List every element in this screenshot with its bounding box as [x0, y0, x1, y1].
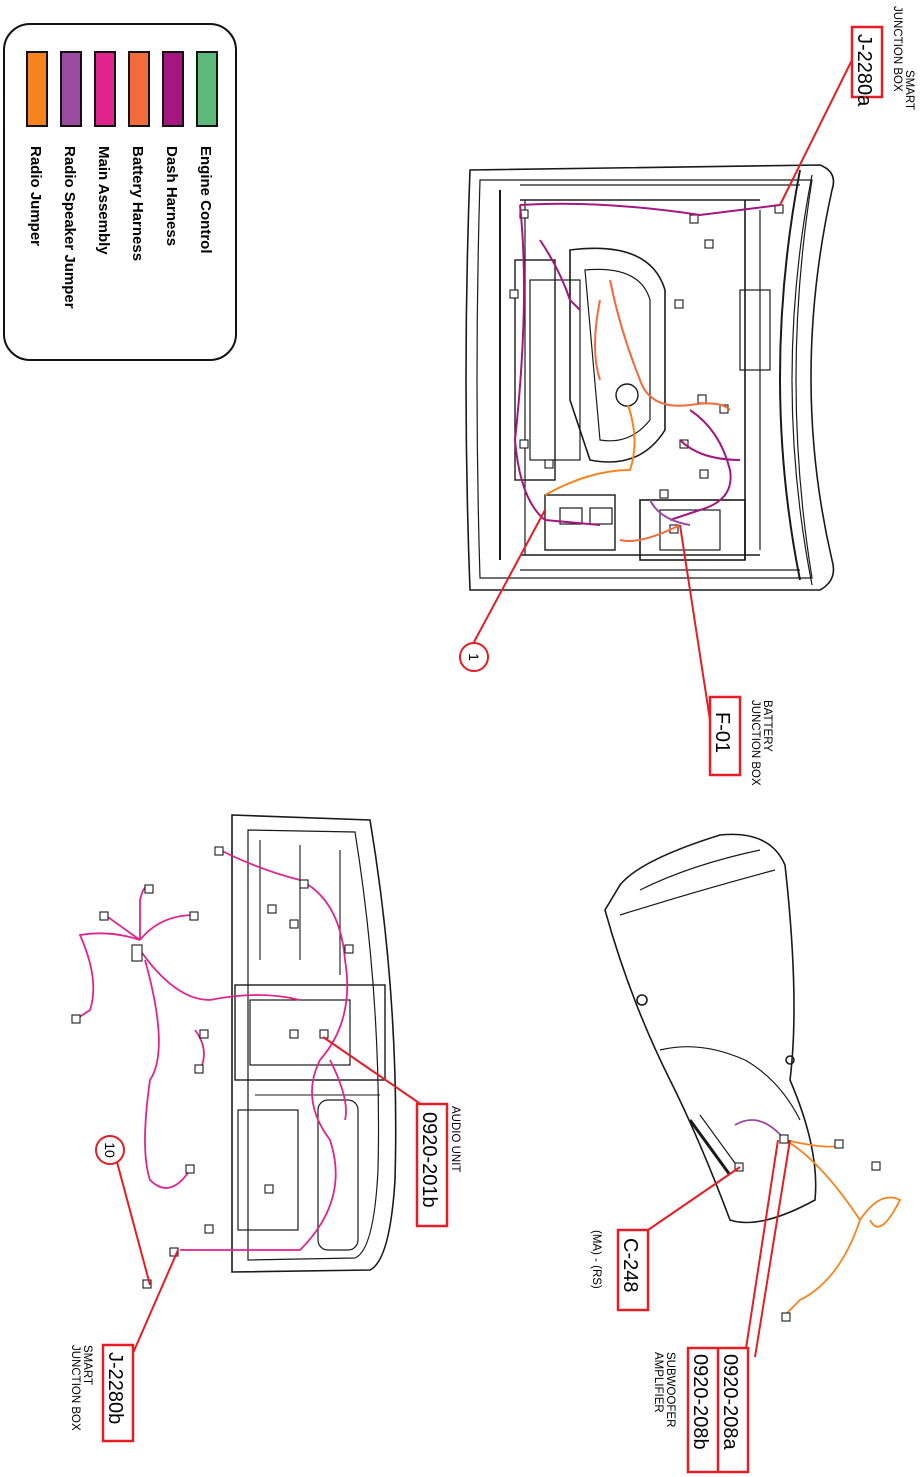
- legend: Engine Control Dash Harness Battery Harn…: [3, 23, 237, 361]
- legend-label-radio-jumper: Radio Jumper: [27, 146, 44, 246]
- callout-f01-desc1: BATTERY: [761, 700, 773, 752]
- console-wiring: [734, 1119, 902, 1316]
- callout-sub-desc2: AMPLIFIER: [652, 1352, 664, 1413]
- callout-j2280a: J-2280a SMART JUNCTION BOX: [850, 6, 915, 110]
- marker-1-label: 1: [466, 653, 482, 661]
- dash-illustration: [231, 814, 397, 1273]
- legend-label-main-assembly: Main Assembly: [95, 146, 112, 255]
- callout-j2280b-desc1: SMART: [81, 1345, 93, 1385]
- callout-j2280b: J-2280b SMART JUNCTION BOX: [69, 1343, 135, 1443]
- callout-j2280a-code: J-2280a: [853, 34, 875, 107]
- callout-f01-code: F-01: [711, 712, 733, 753]
- callout-audio-code: 0920-201b: [418, 1112, 440, 1208]
- callout-j2280b-desc2: JUNCTION BOX: [69, 1345, 81, 1431]
- legend-swatch-radio-speaker-jumper: [60, 51, 82, 127]
- dash-wiring: [74, 849, 349, 1251]
- legend-label-engine-control: Engine Control: [197, 146, 214, 254]
- legend-swatch-battery-harness: [128, 51, 150, 127]
- callout-subwoofer: 0920-208a 0920-208b SUBWOOFER AMPLIFIER: [652, 1346, 750, 1474]
- marker-10: 10: [95, 1135, 125, 1165]
- legend-label-radio-speaker-jumper: Radio Speaker Jumper: [61, 146, 78, 309]
- engine-bay-illustration: [465, 164, 835, 591]
- engine-bay-wiring: [513, 202, 781, 542]
- console-illustration: [604, 833, 817, 1224]
- legend-swatch-radio-jumper: [26, 51, 48, 127]
- callout-j2280b-code: J-2280b: [104, 1352, 126, 1424]
- legend-label-dash-harness: Dash Harness: [163, 146, 180, 246]
- legend-label-battery-harness: Battery Harness: [129, 146, 146, 261]
- marker-1: 1: [459, 642, 489, 672]
- callout-leaders: [116, 59, 853, 1361]
- callout-j2280a-desc1: SMART: [903, 70, 915, 110]
- legend-swatch-dash-harness: [162, 51, 184, 127]
- callout-c248-desc1: (MA) - (RS): [590, 1230, 602, 1289]
- callout-f01: F-01 BATTERY JUNCTION BOX: [708, 695, 773, 786]
- callout-audio-desc1: AUDIO UNIT: [449, 1106, 461, 1172]
- dash-connectors: [71, 846, 354, 1289]
- callout-c248-code: C-248: [619, 1238, 641, 1292]
- console-connectors: [734, 1134, 881, 1322]
- legend-swatch-engine-control: [196, 51, 218, 127]
- callout-audio-unit: 0920-201b AUDIO UNIT: [415, 1102, 461, 1228]
- callout-sub-desc1: SUBWOOFER: [664, 1352, 676, 1427]
- callout-j2280a-desc2: JUNCTION BOX: [891, 6, 903, 92]
- callout-f01-desc2: JUNCTION BOX: [749, 700, 761, 786]
- callout-sub-code-a: 0920-208a: [719, 1354, 741, 1451]
- marker-10-label: 10: [102, 1142, 118, 1158]
- callout-c248: C-248 (MA) - (RS): [590, 1228, 650, 1312]
- callout-sub-code-b: 0920-208b: [689, 1354, 711, 1450]
- legend-swatch-main-assembly: [94, 51, 116, 127]
